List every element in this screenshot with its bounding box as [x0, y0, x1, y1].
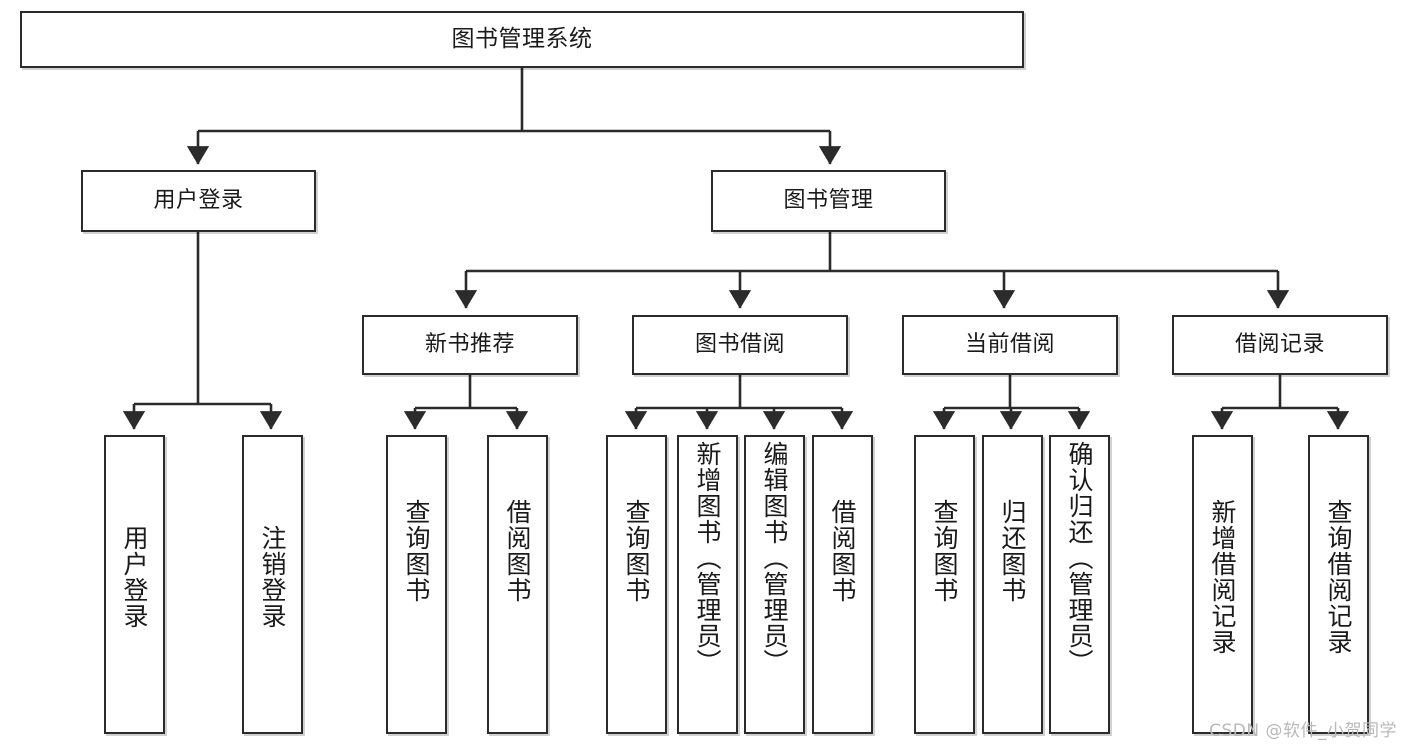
- node-book-manage[interactable]: 图书管理: [711, 170, 946, 232]
- node-leaf-edit-book-label: 编辑图书（管理员）: [760, 441, 789, 675]
- node-leaf-user-logout[interactable]: 注销登录: [242, 435, 303, 734]
- node-leaf-confirm-return-label: 确认归还（管理员）: [1065, 441, 1094, 675]
- node-current-borrow[interactable]: 当前借阅: [902, 315, 1118, 375]
- node-leaf-query-book-rec-label: 查询图书: [402, 499, 431, 603]
- node-user-login[interactable]: 用户登录: [81, 170, 316, 232]
- node-leaf-add-book[interactable]: 新增图书（管理员）: [677, 435, 738, 734]
- node-leaf-query-book-cb[interactable]: 查询图书: [914, 435, 975, 734]
- node-user-login-label: 用户登录: [153, 188, 244, 214]
- node-leaf-return-book[interactable]: 归还图书: [982, 435, 1043, 734]
- node-borrow-record[interactable]: 借阅记录: [1172, 315, 1388, 375]
- node-leaf-query-book-rec[interactable]: 查询图书: [386, 435, 447, 734]
- node-book-borrow-label: 图书借阅: [694, 332, 785, 358]
- node-leaf-borrow-book-rec[interactable]: 借阅图书: [487, 435, 548, 734]
- node-leaf-query-book-bb[interactable]: 查询图书: [606, 435, 667, 734]
- node-leaf-borrow-book-bb[interactable]: 借阅图书: [812, 435, 873, 734]
- csdn-watermark: CSDN @软件_小贺同学: [1209, 721, 1397, 741]
- node-leaf-return-book-label: 归还图书: [998, 499, 1027, 603]
- node-leaf-borrow-book-bb-label: 借阅图书: [828, 499, 857, 603]
- node-leaf-edit-book[interactable]: 编辑图书（管理员）: [744, 435, 805, 734]
- node-root-label: 图书管理系统: [451, 26, 593, 53]
- node-leaf-user-login-label: 用户登录: [120, 525, 149, 629]
- node-book-manage-label: 图书管理: [783, 188, 874, 214]
- node-leaf-add-book-label: 新增图书（管理员）: [693, 441, 722, 675]
- node-new-book-rec[interactable]: 新书推荐: [362, 315, 578, 375]
- node-current-borrow-label: 当前借阅: [964, 332, 1055, 358]
- node-new-book-rec-label: 新书推荐: [424, 332, 515, 358]
- node-leaf-add-record[interactable]: 新增借阅记录: [1192, 435, 1253, 734]
- node-leaf-add-record-label: 新增借阅记录: [1208, 499, 1237, 655]
- node-leaf-query-record[interactable]: 查询借阅记录: [1308, 435, 1369, 734]
- node-leaf-query-book-bb-label: 查询图书: [622, 499, 651, 603]
- node-root[interactable]: 图书管理系统: [20, 11, 1024, 68]
- node-book-borrow[interactable]: 图书借阅: [632, 315, 848, 375]
- node-leaf-borrow-book-rec-label: 借阅图书: [503, 499, 532, 603]
- node-leaf-query-record-label: 查询借阅记录: [1324, 499, 1353, 655]
- node-leaf-user-login[interactable]: 用户登录: [104, 435, 165, 734]
- node-borrow-record-label: 借阅记录: [1234, 332, 1325, 358]
- node-leaf-user-logout-label: 注销登录: [258, 525, 287, 629]
- node-leaf-query-book-cb-label: 查询图书: [930, 499, 959, 603]
- node-leaf-confirm-return[interactable]: 确认归还（管理员）: [1049, 435, 1110, 734]
